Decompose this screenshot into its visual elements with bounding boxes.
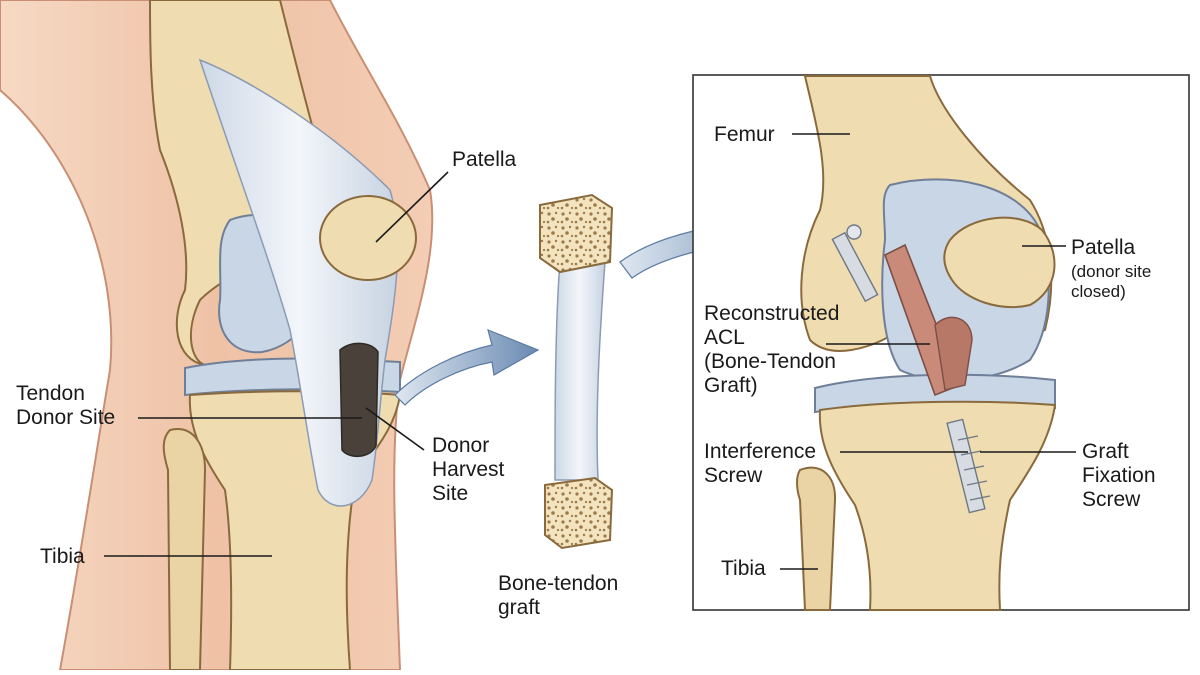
label-graft-fixation-screw: Graft Fixation Screw bbox=[1082, 440, 1156, 512]
label-patella-note-line1: (donor site bbox=[1071, 262, 1152, 281]
label-donor-harvest-site-line1: Donor bbox=[432, 434, 490, 457]
right-leader-lines bbox=[780, 133, 1076, 570]
graft-top-bone-block bbox=[539, 193, 614, 274]
label-interference-screw-line1: Interference bbox=[704, 440, 817, 463]
right-patella bbox=[943, 216, 1056, 309]
left-leader-lines bbox=[104, 171, 449, 557]
label-tibia-right: Tibia bbox=[721, 557, 766, 580]
label-reconstructed-acl-line2: ACL bbox=[704, 326, 745, 349]
label-tendon-donor-site-line1: Tendon bbox=[16, 382, 85, 405]
label-reconstructed-acl: Reconstructed ACL (Bone-Tendon Graft) bbox=[704, 302, 839, 398]
label-interference-screw-line2: Screw bbox=[704, 464, 763, 487]
graft-bottom-bone-block bbox=[544, 476, 614, 550]
label-reconstructed-acl-line4: Graft) bbox=[704, 374, 758, 397]
leader-patella bbox=[375, 171, 449, 243]
label-bone-tendon-graft-line1: Bone-tendon bbox=[498, 572, 619, 595]
left-patella bbox=[319, 195, 417, 281]
label-bone-tendon-graft: Bone-tendon graft bbox=[498, 572, 618, 620]
label-graft-fixation-screw-line2: Fixation bbox=[1082, 464, 1156, 487]
left-fibula bbox=[162, 428, 207, 671]
right-acl-notch bbox=[934, 316, 973, 391]
right-knee-illustration bbox=[796, 75, 1057, 611]
label-patella-left: Patella bbox=[452, 148, 517, 171]
label-donor-harvest-site: Donor Harvest Site bbox=[432, 434, 504, 506]
right-tibia bbox=[818, 400, 1057, 611]
label-graft-fixation-screw-line3: Screw bbox=[1082, 488, 1141, 511]
bone-tendon-graft bbox=[539, 193, 614, 550]
left-knee-illustration bbox=[0, 0, 434, 671]
label-donor-harvest-site-line3: Site bbox=[432, 482, 469, 505]
left-donor-harvest-site bbox=[339, 342, 379, 457]
label-graft-fixation-screw-line1: Graft bbox=[1082, 440, 1129, 463]
right-interference-screw bbox=[946, 418, 991, 514]
label-tendon-donor-site-line2: Donor Site bbox=[16, 406, 116, 429]
label-patella-note: (donor site closed) bbox=[1071, 262, 1151, 302]
label-patella-right: Patella bbox=[1071, 236, 1136, 259]
label-tendon-donor-site: Tendon Donor Site bbox=[16, 382, 115, 430]
arrow-to-graft bbox=[394, 328, 540, 406]
label-bone-tendon-graft-line2: graft bbox=[498, 596, 541, 619]
right-femoral-screw bbox=[831, 224, 879, 303]
leader-donor-harvest-site bbox=[365, 407, 425, 451]
label-reconstructed-acl-line1: Reconstructed bbox=[704, 302, 840, 325]
label-reconstructed-acl-line3: (Bone-Tendon bbox=[704, 350, 836, 373]
label-interference-screw: Interference Screw bbox=[704, 440, 816, 488]
label-patella-note-line2: closed) bbox=[1071, 282, 1126, 301]
graft-tendon bbox=[554, 259, 606, 481]
label-donor-harvest-site-line2: Harvest bbox=[432, 458, 505, 481]
right-fibula bbox=[796, 466, 837, 611]
label-femur: Femur bbox=[714, 123, 775, 146]
label-tibia-left: Tibia bbox=[40, 545, 85, 568]
